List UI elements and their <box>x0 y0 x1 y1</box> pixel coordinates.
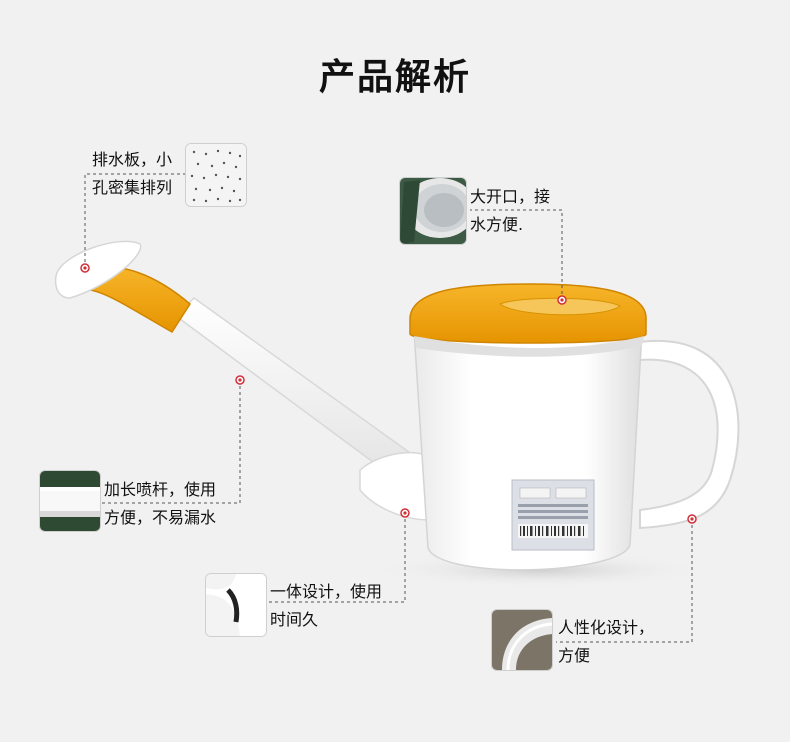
callout-ergonomic-line2: 方便 <box>558 646 591 665</box>
lid-rim <box>414 336 644 357</box>
callout-ergonomic: 人性化设计， 方便 <box>558 614 654 670</box>
callout-drain-board-line1: 排水板，小 <box>92 150 173 169</box>
handle <box>639 339 740 530</box>
callout-large-opening: 大开口，接 水方便. <box>470 183 550 239</box>
ergonomic-handle-thumbnail <box>492 610 552 670</box>
callout-one-piece-line2: 时间久 <box>270 610 319 629</box>
callout-large-opening-line1: 大开口，接 <box>470 187 551 206</box>
large-opening-thumbnail <box>400 178 466 244</box>
callout-markers <box>80 263 697 524</box>
callout-one-piece: 一体设计，使用 时间久 <box>270 578 382 634</box>
callout-drain-board: 排水板，小 孔密集排列 <box>92 146 172 202</box>
callout-large-opening-line2: 水方便. <box>470 215 524 234</box>
one-piece-thumbnail <box>206 574 266 636</box>
lid-opening <box>498 297 621 316</box>
callout-ergonomic-line1: 人性化设计， <box>558 618 655 637</box>
callout-long-spout: 加长喷杆，使用 方便，不易漏水 <box>104 476 216 532</box>
callout-drain-board-line2: 孔密集排列 <box>92 178 173 197</box>
spout-joint <box>359 451 431 521</box>
product-sticker <box>511 479 595 551</box>
lid <box>409 283 647 344</box>
drain-board-thumbnail <box>186 144 246 206</box>
page-title: 产品解析 <box>318 57 471 98</box>
callout-long-spout-line2: 方便，不易漏水 <box>104 508 217 527</box>
callout-long-spout-line1: 加长喷杆，使用 <box>104 480 217 499</box>
spout-head <box>54 240 142 299</box>
leader-lines <box>84 173 693 643</box>
callout-one-piece-line1: 一体设计，使用 <box>270 582 383 601</box>
long-spout-thumbnail <box>40 471 100 531</box>
